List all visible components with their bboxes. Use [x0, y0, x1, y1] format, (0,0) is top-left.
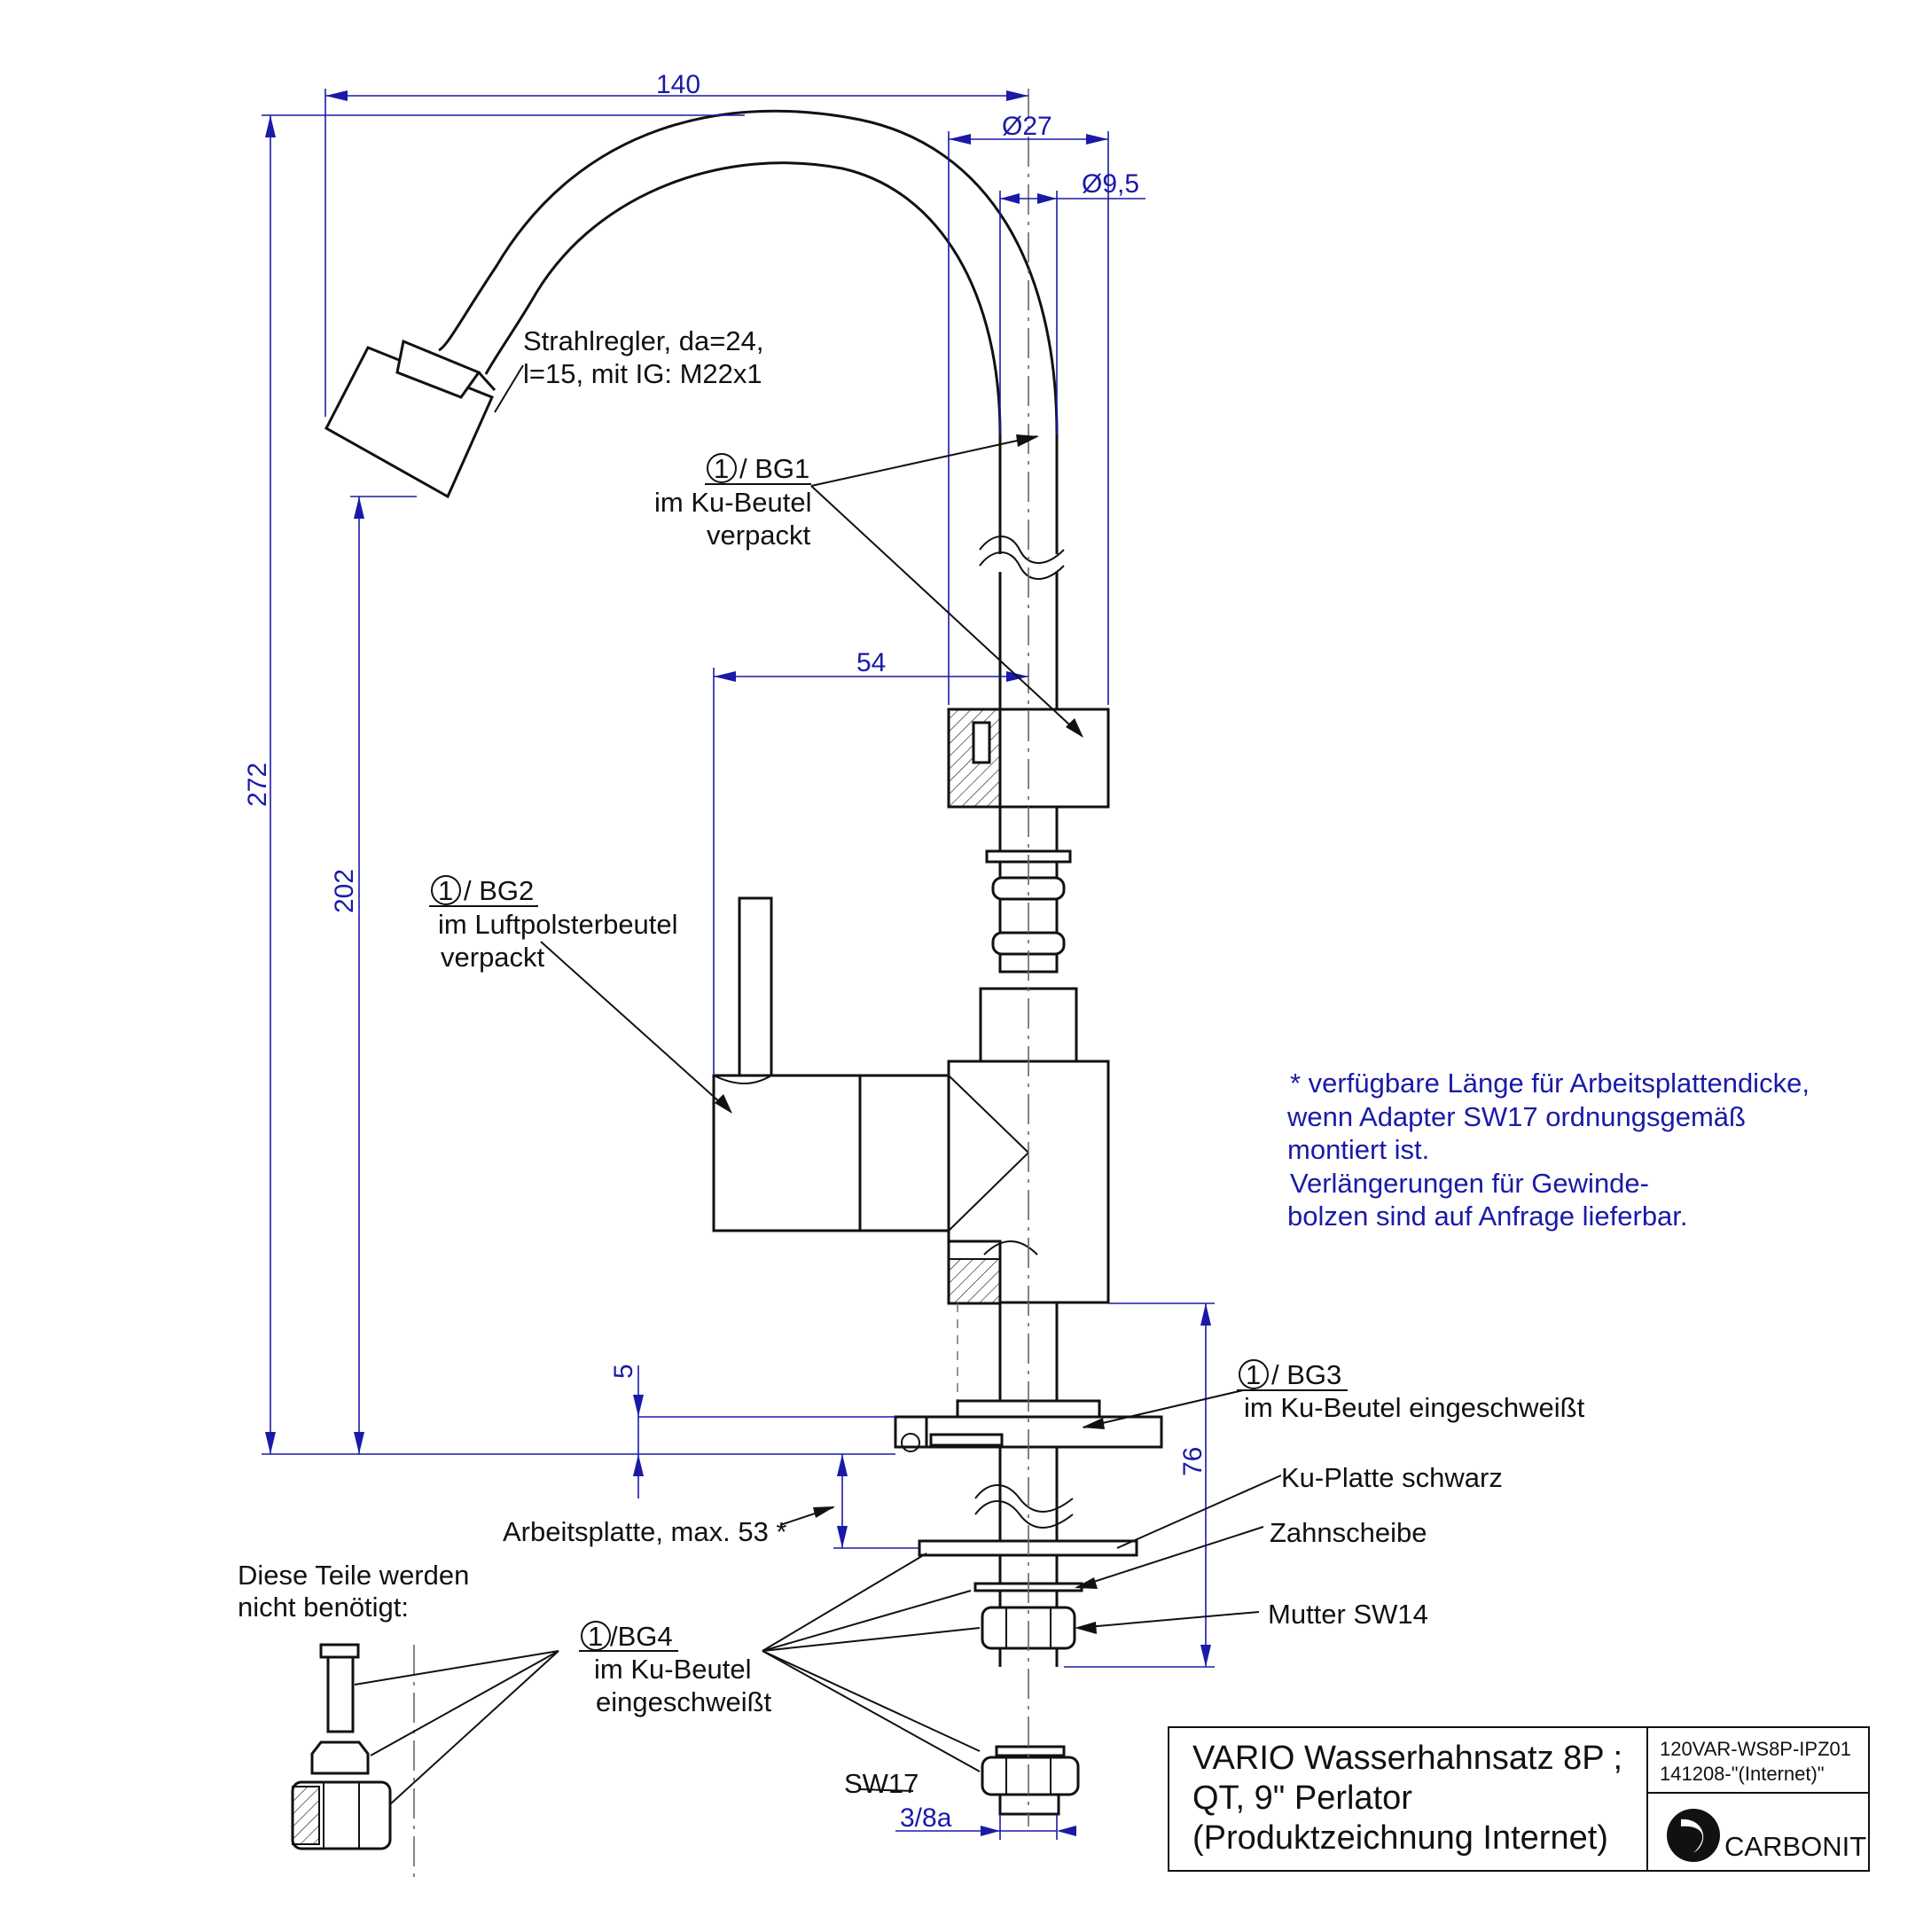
dim-diameter-27: Ø27: [1002, 112, 1052, 141]
arbeitsplatte-label: Arbeitsplatte, max. 53 *: [503, 1516, 787, 1547]
note-line-4: Verlängerungen für Gewinde-: [1290, 1168, 1649, 1199]
bg2-line1: im Luftpolsterbeutel: [438, 909, 678, 940]
unused-label-1: Diese Teile werden: [238, 1560, 469, 1591]
dim-5: 5: [609, 1364, 638, 1379]
sw17-label: SW17: [844, 1768, 919, 1799]
bg3-num: 1: [1246, 1359, 1261, 1390]
unused-label-2: nicht benötigt:: [238, 1592, 409, 1623]
dim-272: 272: [243, 763, 272, 807]
title-line-2: QT, 9" Perlator: [1192, 1779, 1412, 1817]
dim-3-8a: 3/8a: [900, 1803, 952, 1833]
note-line-3: montiert ist.: [1287, 1134, 1429, 1165]
title-line-3: (Produktzeichnung Internet): [1192, 1819, 1608, 1857]
kuplatte-label: Ku-Platte schwarz: [1281, 1462, 1503, 1493]
note-line-2: wenn Adapter SW17 ordnungsgemäß: [1286, 1101, 1746, 1132]
drawing-code-2: 141208-"(Internet)": [1660, 1763, 1825, 1785]
dimension-labels: 140 Ø27 Ø9,5 272 202 54 5 76 3/8a: [243, 70, 1208, 1833]
strahlregler-label-2: l=15, mit IG: M22x1: [523, 358, 762, 389]
bg1-line1: im Ku-Beutel: [654, 487, 811, 518]
bg4-num: 1: [588, 1621, 603, 1652]
dim-202: 202: [330, 869, 359, 913]
bg2-num: 1: [438, 875, 453, 906]
bg4-ref: /BG4: [610, 1621, 673, 1652]
note-block: * verfügbare Länge für Arbeitsplattendic…: [1286, 1068, 1810, 1232]
leader-lines: [354, 364, 1282, 1805]
dim-54: 54: [856, 648, 886, 677]
dim-140: 140: [656, 70, 700, 99]
carbonit-logo-icon: [1667, 1809, 1720, 1862]
zahnscheibe-label: Zahnscheibe: [1270, 1517, 1427, 1548]
note-line-1: * verfügbare Länge für Arbeitsplattendic…: [1290, 1068, 1810, 1099]
bg3-ref: / BG3: [1271, 1359, 1341, 1390]
dim-diameter-9-5: Ø9,5: [1082, 169, 1139, 199]
faucet-spout: [324, 109, 1065, 709]
bg4-line1: im Ku-Beutel: [594, 1654, 751, 1685]
bg1-line2: verpackt: [707, 520, 811, 551]
brand-name: CARBONIT: [1724, 1831, 1866, 1862]
note-line-5: bolzen sind auf Anfrage lieferbar.: [1287, 1201, 1688, 1232]
bg3-line1: im Ku-Beutel eingeschweißt: [1244, 1392, 1585, 1423]
unused-parts: [291, 1643, 415, 1880]
title-line-1: VARIO Wasserhahnsatz 8P ;: [1192, 1740, 1622, 1777]
mutter-label: Mutter SW14: [1268, 1599, 1428, 1630]
dimension-lines: [262, 89, 1215, 1840]
bg1-num: 1: [714, 453, 729, 484]
drawing-code-1: 120VAR-WS8P-IPZ01: [1660, 1738, 1851, 1760]
bg1-ref: / BG1: [739, 453, 809, 484]
bg2-line2: verpackt: [441, 942, 545, 973]
strahlregler-label: Strahlregler, da=24,: [523, 325, 763, 356]
dim-76: 76: [1178, 1447, 1208, 1476]
bg4-line2: eingeschweißt: [596, 1686, 772, 1717]
callout-labels: Strahlregler, da=24, l=15, mit IG: M22x1…: [238, 325, 1585, 1799]
title-block: VARIO Wasserhahnsatz 8P ; QT, 9" Perlato…: [1168, 1726, 1870, 1872]
bg2-ref: / BG2: [464, 875, 534, 906]
